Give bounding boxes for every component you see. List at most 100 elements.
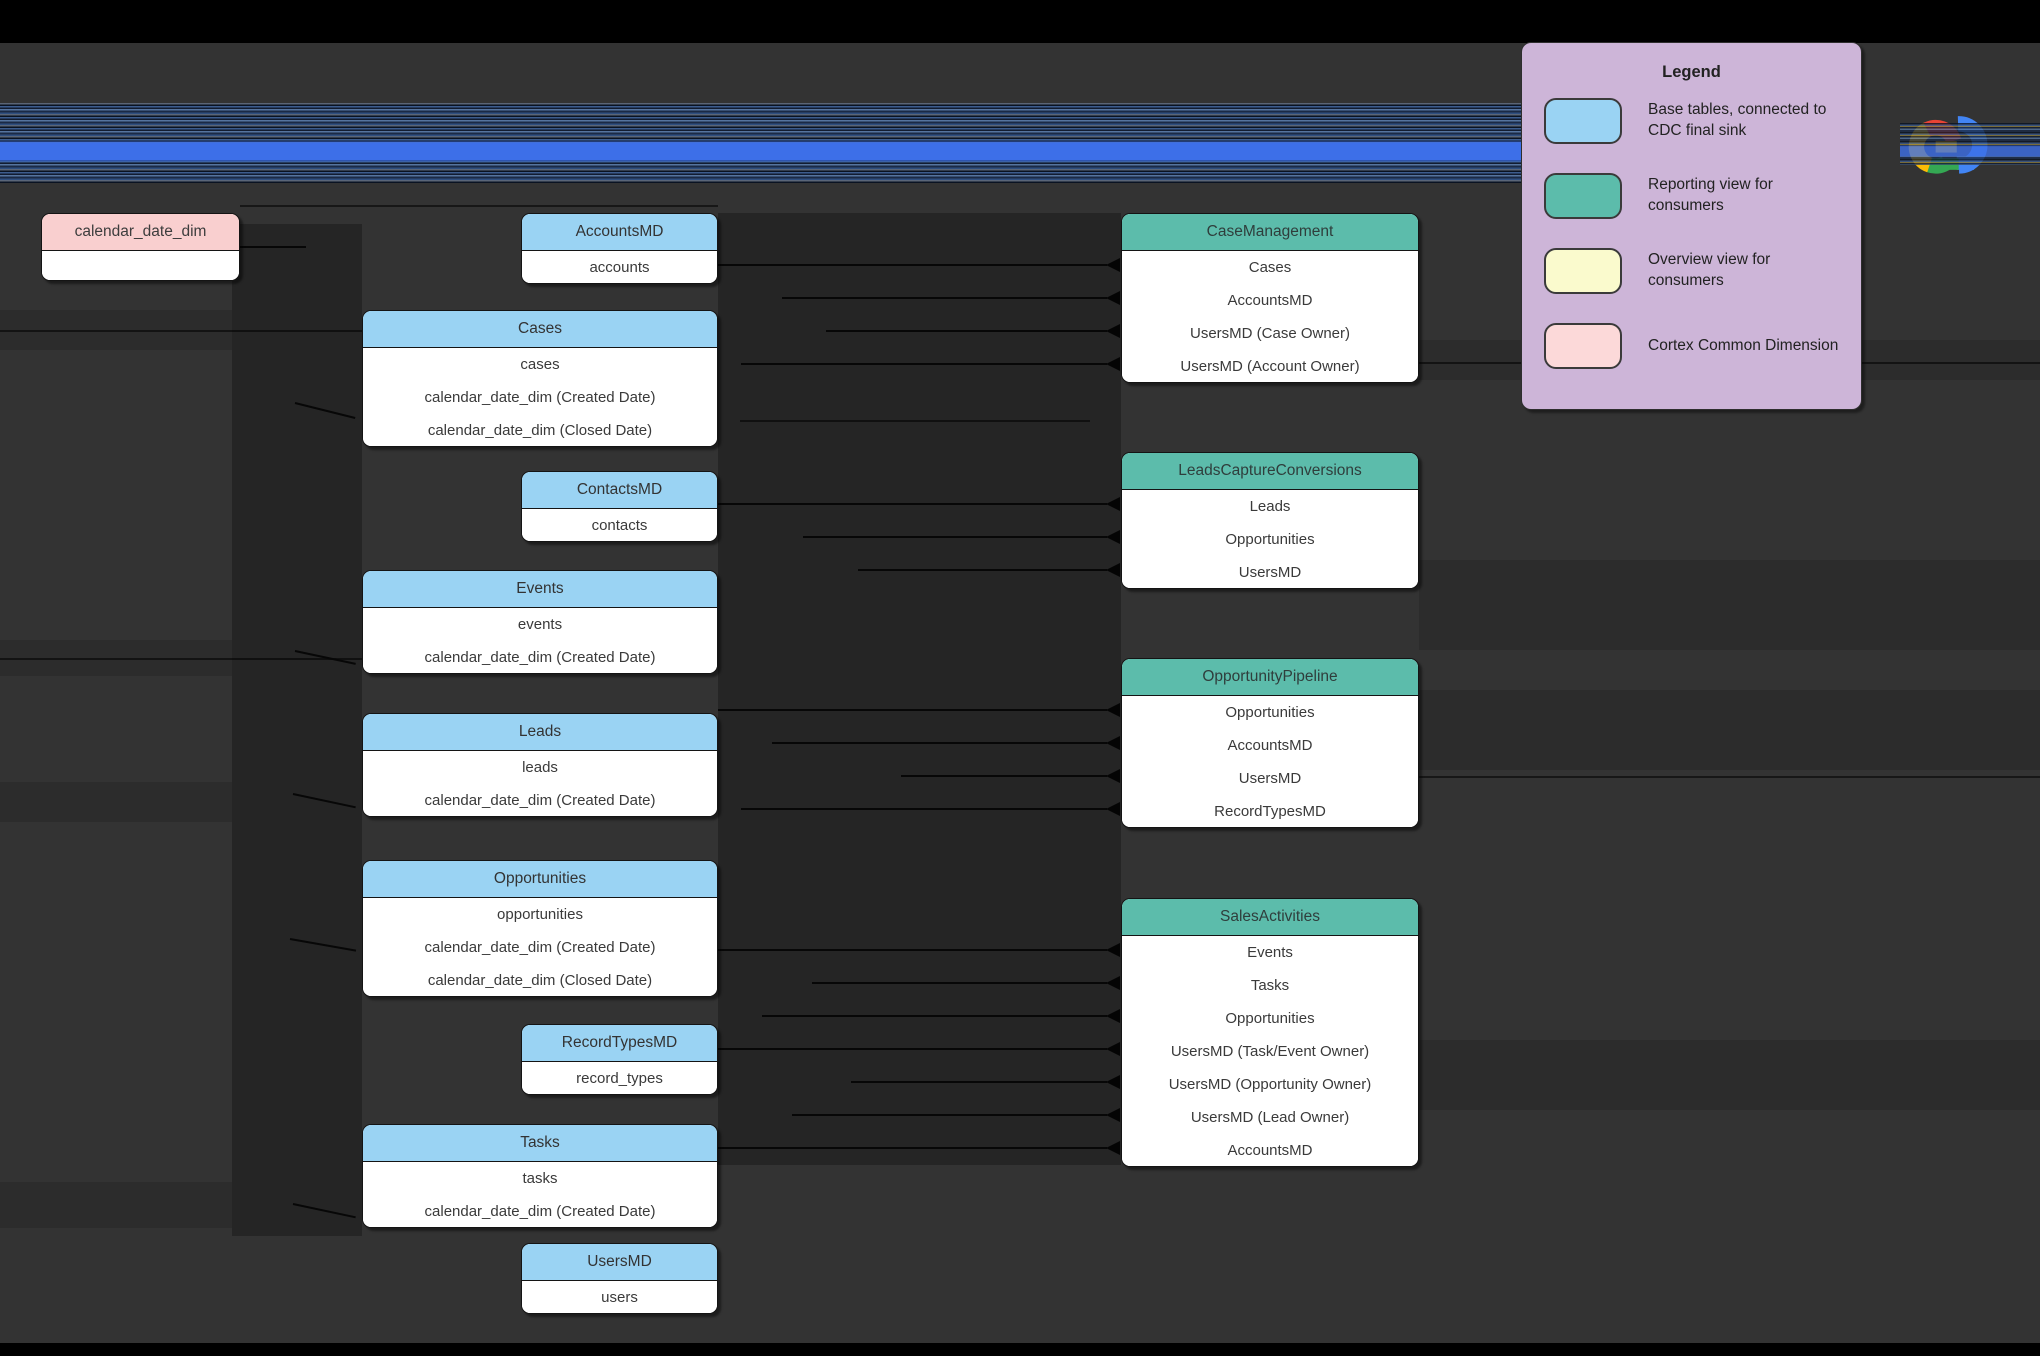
view-row: AccountsMD: [1122, 284, 1418, 317]
table-header: AccountsMD: [522, 214, 717, 251]
connector-arrowhead: [1106, 976, 1120, 990]
legend-swatch-base-tables: [1544, 98, 1622, 144]
legend-panel: Legend Base tables, connected to CDC fin…: [1521, 42, 1862, 410]
view-header: SalesActivities: [1122, 899, 1418, 936]
connector-arrowhead: [1106, 258, 1120, 272]
view-row: UsersMD (Account Owner): [1122, 350, 1418, 382]
connector-arrowhead: [1106, 530, 1120, 544]
table-opportunities: Opportunities opportunities calendar_dat…: [362, 860, 718, 997]
view-row: RecordTypesMD: [1122, 795, 1418, 827]
table-row: calendar_date_dim (Created Date): [363, 931, 717, 964]
table-calendar-date-dim: calendar_date_dim: [41, 213, 240, 281]
table-contactsmd: ContactsMD contacts: [521, 471, 718, 542]
connector-arrowhead: [1106, 802, 1120, 816]
table-row: accounts: [522, 251, 717, 283]
connector-line: [858, 569, 1107, 571]
legend-item-reporting-view: Reporting view for consumers: [1522, 173, 1861, 219]
legend-item-base-tables: Base tables, connected to CDC final sink: [1522, 98, 1861, 144]
connector-line: [240, 246, 306, 248]
table-row: calendar_date_dim (Closed Date): [363, 964, 717, 996]
table-row: calendar_date_dim (Created Date): [363, 1195, 717, 1227]
view-opportunitypipeline: OpportunityPipeline Opportunities Accoun…: [1121, 658, 1419, 828]
shade-band: [0, 782, 232, 822]
connector-line: [718, 264, 1107, 266]
view-casemanagement: CaseManagement Cases AccountsMD UsersMD …: [1121, 213, 1419, 383]
table-row: calendar_date_dim (Created Date): [363, 381, 717, 414]
view-header: OpportunityPipeline: [1122, 659, 1418, 696]
connector-bundle-band-right: [1900, 123, 2040, 165]
view-row: UsersMD (Task/Event Owner): [1122, 1035, 1418, 1068]
connector-arrowhead: [1106, 1042, 1120, 1056]
table-row: record_types: [522, 1062, 717, 1094]
connector-arrowhead: [1106, 497, 1120, 511]
view-row: Leads: [1122, 490, 1418, 523]
connector-line: [812, 982, 1107, 984]
view-row: UsersMD: [1122, 762, 1418, 795]
view-row: UsersMD (Case Owner): [1122, 317, 1418, 350]
connector-arrowhead: [1106, 357, 1120, 371]
table-row: tasks: [363, 1162, 717, 1195]
connector-line: [718, 1048, 1107, 1050]
view-row: Opportunities: [1122, 1002, 1418, 1035]
table-row: cases: [363, 348, 717, 381]
shade-band: [1419, 690, 2040, 770]
table-cases: Cases cases calendar_date_dim (Created D…: [362, 310, 718, 447]
legend-label: Overview view for consumers: [1648, 251, 1771, 289]
view-row: Tasks: [1122, 969, 1418, 1002]
connector-arrowhead: [1106, 736, 1120, 750]
legend-title: Legend: [1662, 63, 1721, 81]
table-header: RecordTypesMD: [522, 1025, 717, 1062]
table-row: calendar_date_dim (Created Date): [363, 641, 717, 673]
legend-label: Reporting view for consumers: [1648, 176, 1773, 214]
connector-arrowhead: [1106, 1009, 1120, 1023]
connector-line: [718, 709, 1107, 711]
connector-line: [718, 1147, 1107, 1149]
table-row: leads: [363, 751, 717, 784]
table-accountsmd: AccountsMD accounts: [521, 213, 718, 284]
table-tasks: Tasks tasks calendar_date_dim (Created D…: [362, 1124, 718, 1228]
view-row: Opportunities: [1122, 523, 1418, 556]
connector-arrowhead: [1106, 1075, 1120, 1089]
connector-line: [826, 330, 1107, 332]
view-row: Opportunities: [1122, 696, 1418, 729]
connector-line: [718, 949, 1107, 951]
table-row: contacts: [522, 509, 717, 541]
legend-swatch-reporting-view: [1544, 173, 1622, 219]
view-salesactivities: SalesActivities Events Tasks Opportuniti…: [1121, 898, 1419, 1167]
shade-band: [718, 213, 1121, 1165]
view-row: AccountsMD: [1122, 1134, 1418, 1166]
view-row: UsersMD (Opportunity Owner): [1122, 1068, 1418, 1101]
view-row: Events: [1122, 936, 1418, 969]
view-header: CaseManagement: [1122, 214, 1418, 251]
connector-bundle-band: [0, 103, 1521, 183]
table-row: users: [522, 1281, 717, 1313]
table-row: calendar_date_dim (Closed Date): [363, 414, 717, 446]
connector-arrowhead: [1106, 769, 1120, 783]
legend-swatch-overview-view: [1544, 248, 1622, 294]
connector-line: [792, 1114, 1107, 1116]
connector-line: [782, 297, 1107, 299]
view-leadscaptureconversions: LeadsCaptureConversions Leads Opportunit…: [1121, 452, 1419, 589]
table-leads: Leads leads calendar_date_dim (Created D…: [362, 713, 718, 817]
table-recordtypesmd: RecordTypesMD record_types: [521, 1024, 718, 1095]
connector-line: [803, 536, 1107, 538]
table-row: events: [363, 608, 717, 641]
view-header: LeadsCaptureConversions: [1122, 453, 1418, 490]
view-row: Cases: [1122, 251, 1418, 284]
legend-label: Base tables, connected to CDC final sink: [1648, 101, 1827, 139]
table-usersmd: UsersMD users: [521, 1243, 718, 1314]
connector-line: [741, 363, 1107, 365]
connector-line: [772, 742, 1107, 744]
view-row: UsersMD: [1122, 556, 1418, 588]
connector-line: [741, 808, 1107, 810]
legend-item-cortex-dimension: Cortex Common Dimension: [1522, 323, 1861, 369]
table-header: Opportunities: [363, 861, 717, 898]
table-header: ContactsMD: [522, 472, 717, 509]
connector-line: [0, 330, 362, 332]
shade-band: [232, 224, 362, 1236]
legend-swatch-cortex-dimension: [1544, 323, 1622, 369]
connector-line: [240, 205, 718, 207]
connector-arrowhead: [1106, 563, 1120, 577]
legend-item-overview-view: Overview view for consumers: [1522, 248, 1861, 294]
